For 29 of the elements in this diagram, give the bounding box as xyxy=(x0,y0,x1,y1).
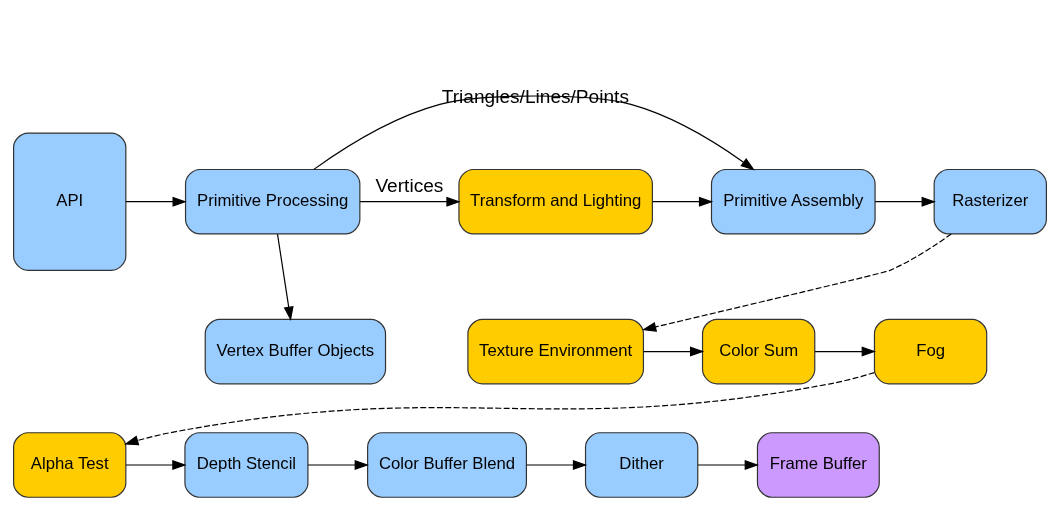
arrow xyxy=(276,233,294,321)
node-box: Depth Stencil xyxy=(184,431,309,498)
node-box: Fog xyxy=(873,318,988,384)
node-box: API xyxy=(13,131,127,271)
node-box: Primitive Processing xyxy=(184,168,361,235)
arrow xyxy=(125,196,187,207)
arrow xyxy=(814,346,876,357)
node-box: Alpha Test xyxy=(13,431,127,498)
node-box: Dither xyxy=(584,431,699,498)
arrow xyxy=(643,346,705,357)
node-box: Transform and Lighting xyxy=(458,168,653,235)
node-box: Color Sum xyxy=(701,318,816,384)
node-box: Color Buffer Blend xyxy=(367,431,527,498)
arrow xyxy=(697,459,759,470)
edge-label: Vertices xyxy=(375,174,444,196)
arrow xyxy=(641,232,952,332)
node-box: Primitive Assembly xyxy=(710,168,876,235)
arrow xyxy=(874,196,936,207)
node-box: Texture Environment xyxy=(467,318,645,384)
arrow xyxy=(359,196,461,207)
arrow xyxy=(313,94,755,170)
node-box: Vertex Buffer Objects xyxy=(204,318,387,384)
arrow xyxy=(125,459,187,470)
node-box: Frame Buffer xyxy=(756,431,880,498)
node-box: Rasterizer xyxy=(933,168,1047,235)
arrow xyxy=(124,371,875,445)
arrow xyxy=(525,459,588,470)
arrow xyxy=(652,196,714,207)
arrow xyxy=(307,459,369,470)
